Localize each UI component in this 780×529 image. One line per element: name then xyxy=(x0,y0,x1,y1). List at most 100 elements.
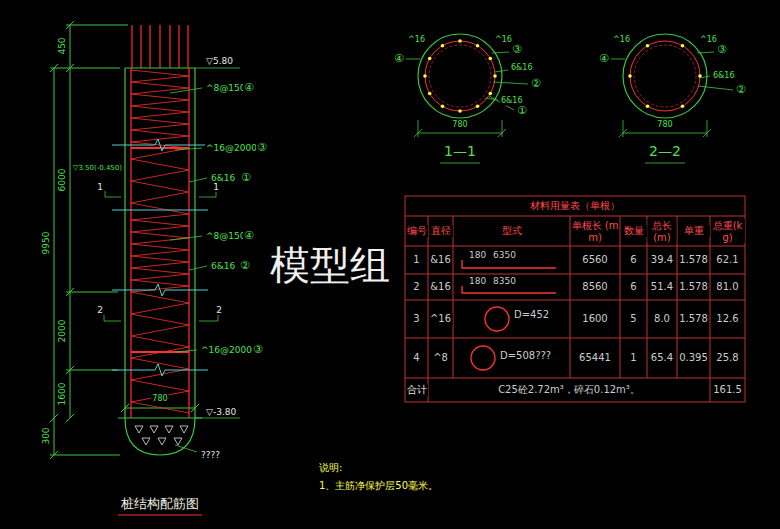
section-2-2 xyxy=(630,41,700,111)
section-1-1 xyxy=(502,120,503,137)
break-lines xyxy=(112,139,208,151)
elevation-mark: ▽5.80 xyxy=(205,56,234,66)
elevation-mark: ▽3.50(-0.450) xyxy=(72,164,123,172)
section-mark: 1 xyxy=(96,182,104,192)
rebar-label: ^8@150 xyxy=(205,231,246,241)
section-mark: 2 xyxy=(96,305,104,315)
section-2-2 xyxy=(623,120,624,137)
dimension-text: 780 xyxy=(151,394,168,403)
material-table xyxy=(405,338,745,339)
table-cell: 1.578 xyxy=(678,281,709,293)
table-cell: C25砼2.72m³，碎石0.12m³。 xyxy=(497,384,641,396)
callout-number: ③ xyxy=(256,142,268,155)
material-table xyxy=(405,378,745,379)
callout-number: ① xyxy=(240,172,252,185)
spiral-stirrup xyxy=(131,147,189,149)
section-title: 2—2 xyxy=(648,143,682,159)
dimension-text: 2000 xyxy=(57,319,67,344)
section-1-1 xyxy=(458,39,462,43)
table-cell: 1.578 xyxy=(678,254,709,266)
dimension-lines xyxy=(66,25,128,26)
callout-number: ③ xyxy=(252,344,264,357)
section-2-2 xyxy=(645,163,685,164)
section-1-1 xyxy=(414,129,422,137)
section-2-2 xyxy=(619,129,627,137)
material-table xyxy=(710,216,711,402)
section-2-2 xyxy=(681,105,685,109)
section-2-2 xyxy=(646,44,650,48)
callout-number: ④ xyxy=(393,53,405,66)
section-2-2 xyxy=(646,105,650,109)
leader-lines xyxy=(189,178,207,182)
material-table xyxy=(405,216,745,217)
pile-outline xyxy=(125,418,195,455)
break-lines xyxy=(112,139,208,376)
table-cell: 合计 xyxy=(406,384,428,396)
dimension-lines xyxy=(50,455,120,456)
gravel-symbols xyxy=(158,438,166,445)
section-1-1 xyxy=(418,120,419,137)
table-header: 型式 xyxy=(457,225,567,237)
dimension-lines xyxy=(54,68,55,455)
table-cell: 1 xyxy=(412,254,420,266)
table-header: 直径 xyxy=(429,225,453,237)
table-cell: 25.8 xyxy=(715,352,739,364)
section-2-2 xyxy=(700,76,710,78)
callout-number: ③ xyxy=(716,44,728,57)
leader-lines xyxy=(104,68,240,452)
top-bars xyxy=(159,25,160,68)
title-underline xyxy=(118,514,202,515)
section-2-2 xyxy=(707,120,708,137)
table-cell: 4 xyxy=(412,352,420,364)
material-table xyxy=(405,300,745,301)
main-bars xyxy=(131,68,189,418)
dimension-lines xyxy=(66,370,118,371)
dimension-lines xyxy=(66,414,74,422)
main-bars xyxy=(188,68,189,418)
pile-outline xyxy=(194,68,195,418)
section-1-1 xyxy=(440,163,480,164)
section-2-2 xyxy=(611,52,733,163)
top-bars xyxy=(149,25,150,68)
leader-lines xyxy=(170,236,202,240)
top-bars xyxy=(131,25,132,68)
callout-number: ④ xyxy=(243,230,255,243)
section-1-1 xyxy=(418,34,502,118)
callout-number: ④ xyxy=(598,53,610,66)
section-1-1 xyxy=(476,105,480,109)
table-header: 数量 xyxy=(621,225,647,237)
callout-number: ③ xyxy=(511,44,523,57)
section-2-2 xyxy=(703,129,711,137)
material-table xyxy=(405,196,745,402)
section-1-1 xyxy=(492,52,509,53)
table-cell: 8350 xyxy=(492,276,517,286)
section-1-1 xyxy=(495,70,508,72)
table-cell: 3 xyxy=(412,313,420,325)
table-cell: 62.1 xyxy=(715,254,739,266)
spiral-stirrup xyxy=(131,70,189,413)
table-header: 单重 xyxy=(678,225,710,237)
section-2-2 xyxy=(681,44,685,48)
top-bars xyxy=(169,25,170,68)
gravel-symbols xyxy=(165,426,173,433)
gravel-symbols xyxy=(150,426,158,433)
bar-shapes xyxy=(462,260,556,370)
dimension-text: 6000 xyxy=(57,168,67,193)
break-lines xyxy=(112,284,208,296)
dimension-lines xyxy=(50,21,199,459)
dimension-lines xyxy=(50,68,120,69)
section-2-2 xyxy=(698,74,702,78)
rebar-label: ^16@2000 xyxy=(205,143,258,153)
section-1-1 xyxy=(498,129,506,137)
top-bars xyxy=(132,25,188,68)
unknown-note: ???? xyxy=(200,450,221,460)
leader-lines xyxy=(175,445,197,452)
callout-number: ④ xyxy=(243,82,255,95)
dimension-text: 780 xyxy=(656,120,673,129)
section-1-1 xyxy=(423,39,497,113)
elevation-mark: ▽-3.80 xyxy=(205,407,237,417)
pile-outline xyxy=(124,68,125,418)
table-header: 总长 (m) xyxy=(648,220,677,243)
leader-lines xyxy=(189,266,207,270)
